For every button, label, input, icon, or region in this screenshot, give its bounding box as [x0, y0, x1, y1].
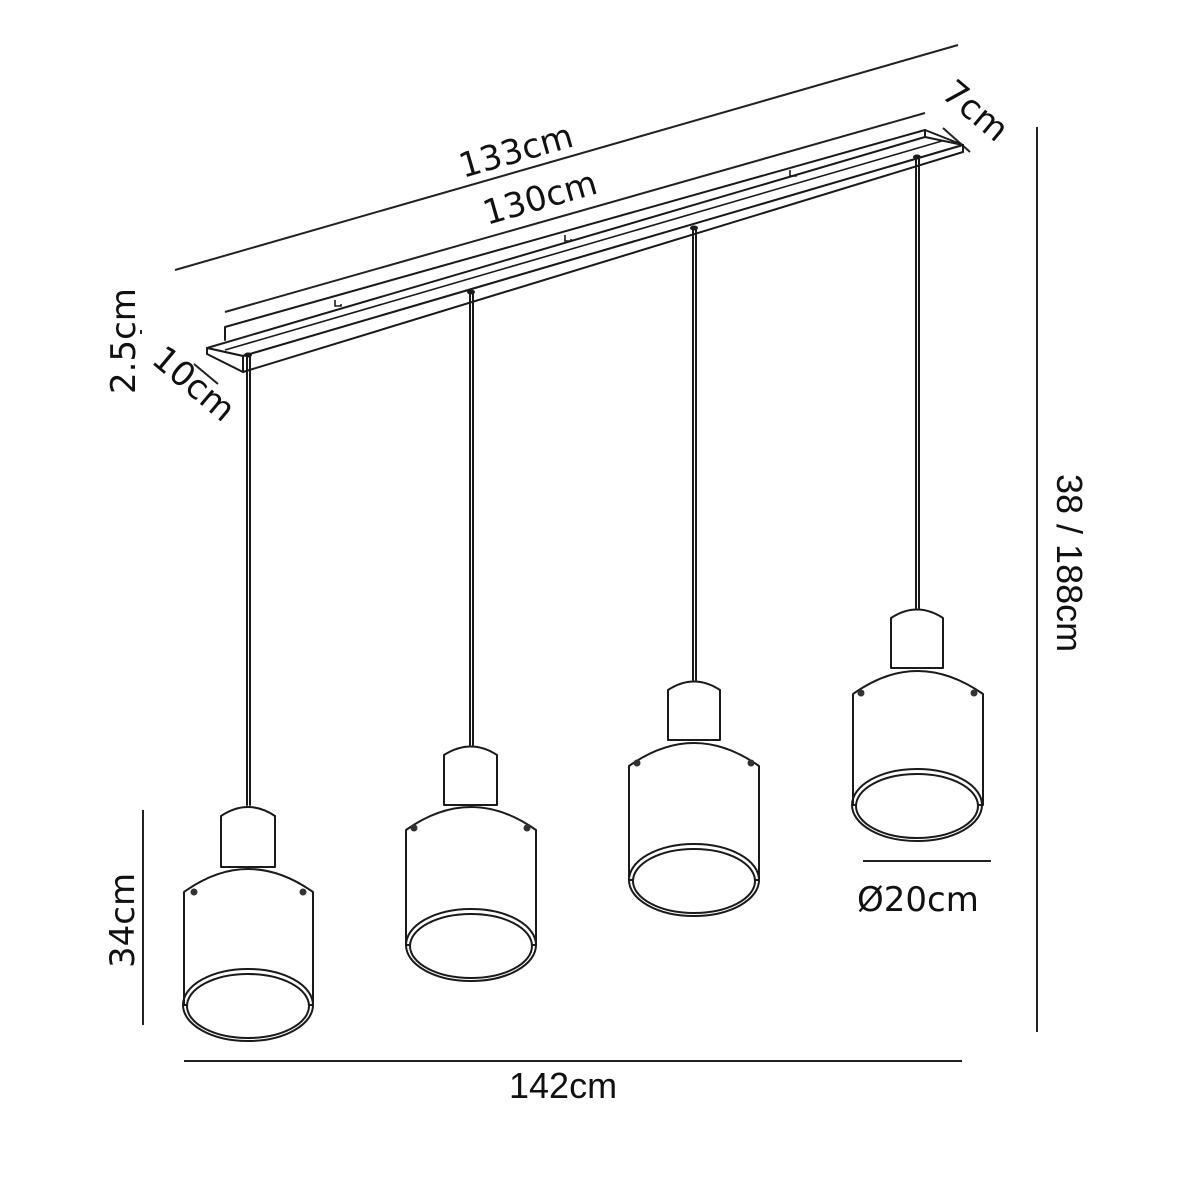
screw-icon	[633, 759, 641, 767]
screw-icon	[190, 888, 198, 896]
dim-line-10cm	[193, 363, 219, 385]
label-overall-height: 38 / 188cm	[1049, 474, 1090, 652]
lamp-shade-rim-inner	[186, 973, 310, 1039]
lamp-neck	[667, 680, 721, 741]
dim-line-130cm	[224, 112, 926, 313]
lamp-shade-body	[628, 742, 760, 881]
label-diameter: Ø20cm	[857, 880, 979, 920]
lamp-neck	[443, 745, 498, 806]
dim-line-7cm	[942, 127, 971, 153]
bracket-icon	[789, 170, 797, 177]
screw-icon	[523, 824, 531, 832]
ceiling-plate	[206, 129, 964, 373]
lamp-shade-rim-inner	[409, 913, 533, 979]
lamp-shade-rim-inner	[855, 773, 979, 839]
screw-icon	[747, 759, 755, 767]
pendant-lamp-4	[851, 154, 984, 842]
lamp-shade-body	[183, 868, 314, 1006]
lamp-shade-body	[405, 806, 537, 946]
lamp-shade-rim-inner	[632, 848, 756, 914]
pendant-lamp-1	[182, 352, 314, 1042]
screw-icon	[970, 689, 978, 697]
pendant-lamp-2	[405, 289, 537, 982]
plate-recess-line	[224, 140, 943, 351]
lamp-shade-rim-outer	[628, 843, 760, 917]
screw-icon	[857, 689, 865, 697]
bracket-icon	[564, 235, 572, 242]
label-142cm: 142cm	[509, 1065, 617, 1106]
lamp-neck	[890, 608, 944, 669]
dim-line-133cm	[174, 44, 959, 271]
pendant-lamp-3	[628, 225, 760, 917]
label-2-5cm: 2.5cm	[104, 288, 144, 394]
label-34cm: 34cm	[103, 873, 143, 968]
lamp-shade-rim-outer	[851, 768, 983, 842]
lamp-shade-rim-outer	[182, 968, 314, 1042]
plate-right-edge	[924, 129, 964, 146]
screw-icon	[299, 888, 307, 896]
screw-icon	[410, 824, 418, 832]
lamp-shade-rim-outer	[405, 908, 537, 982]
bracket-icon	[334, 300, 342, 307]
plate-top-strip	[224, 129, 926, 341]
lamp-neck	[220, 806, 276, 868]
plate-front-face	[242, 144, 964, 373]
lamp-shade-body	[852, 670, 984, 806]
